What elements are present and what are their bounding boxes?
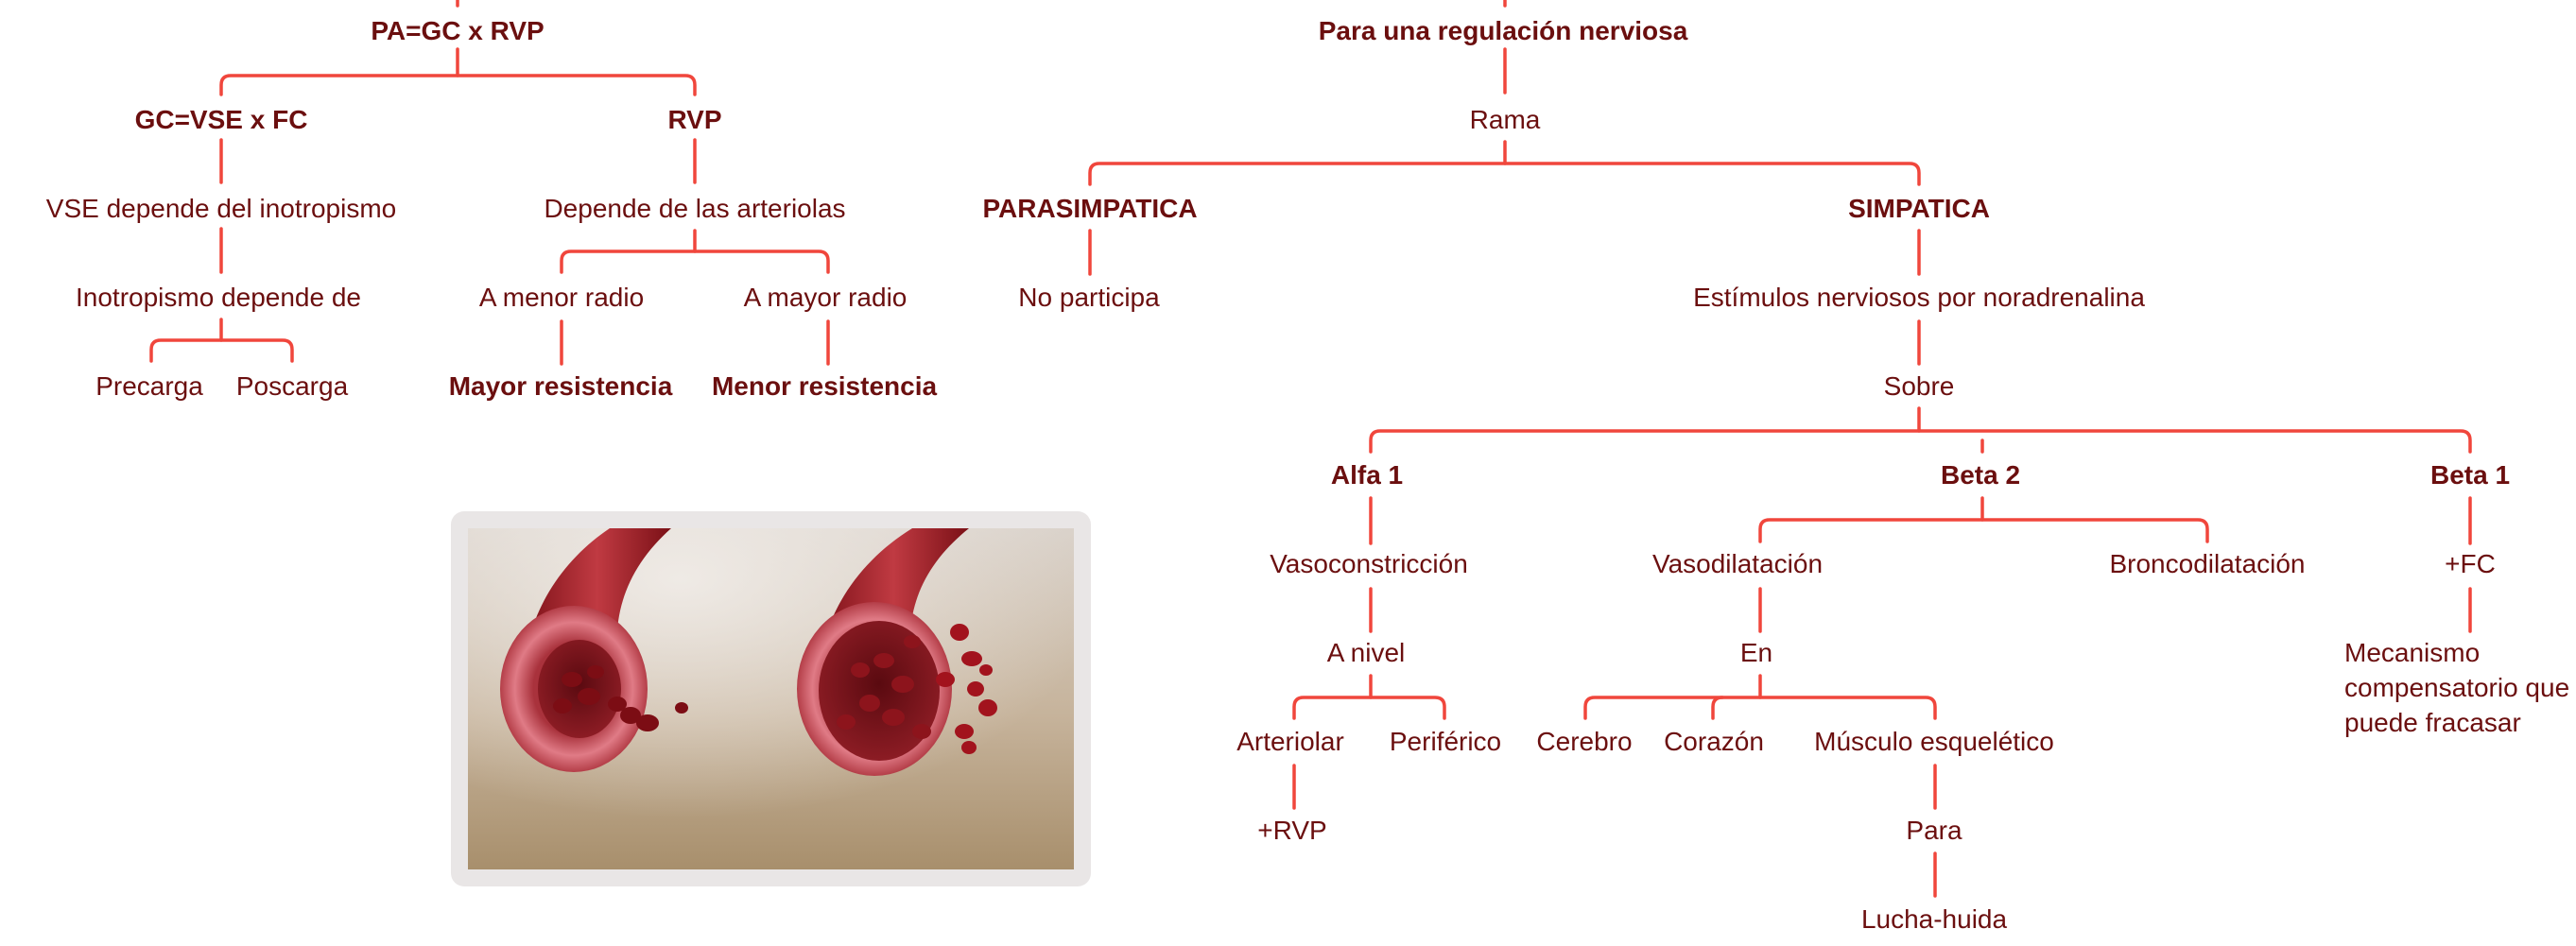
- vasodilatacion-node: Vasodilatación: [1651, 549, 1824, 578]
- arteriolar-node: Arteriolar: [1236, 727, 1344, 756]
- illustration-frame: [451, 511, 1091, 886]
- poscarga-node: Poscarga: [235, 371, 349, 401]
- gc-formula-node: GC=VSE x FC: [134, 105, 308, 134]
- rama-node: Rama: [1469, 105, 1541, 134]
- mayor-resistencia-node: Mayor resistencia: [448, 371, 673, 401]
- parasimpatica-node: PARASIMPATICA: [982, 194, 1198, 223]
- vse-node: VSE depende del inotropismo: [45, 194, 397, 223]
- blood-vessels-illustration: [468, 528, 1074, 869]
- vasoconstriccion-node: Vasoconstricción: [1270, 549, 1468, 578]
- cerebro-node: Cerebro: [1536, 727, 1633, 756]
- menor-radio-node: A menor radio: [478, 283, 645, 312]
- musculo-esqueletico-node: Músculo esquelético: [1814, 727, 2054, 756]
- periferico-node: Periférico: [1389, 727, 1502, 756]
- para-node: Para: [1906, 816, 1962, 845]
- no-participa-node: No participa: [1018, 283, 1160, 312]
- simpatica-node: SIMPATICA: [1848, 194, 1990, 223]
- menor-resistencia-node: Menor resistencia: [711, 371, 938, 401]
- beta1-node: Beta 1: [2429, 460, 2511, 490]
- sobre-node: Sobre: [1883, 371, 1955, 401]
- estimulos-node: Estímulos nerviosos por noradrenalina: [1693, 283, 2145, 312]
- regulacion-nerviosa-node: Para una regulación nerviosa: [1318, 16, 1688, 45]
- rvp-node: RVP: [667, 105, 722, 134]
- corazon-node: Corazón: [1664, 727, 1764, 756]
- rvp-increase-node: +RVP: [1257, 816, 1327, 845]
- lucha-huida-node: Lucha-huida: [1860, 904, 2008, 934]
- beta2-node: Beta 2: [1940, 460, 2021, 490]
- depende-arteriolas-node: Depende de las arteriolas: [544, 194, 846, 223]
- alfa1-node: Alfa 1: [1330, 460, 1404, 490]
- mayor-radio-node: A mayor radio: [743, 283, 908, 312]
- precarga-node: Precarga: [95, 371, 203, 401]
- a-nivel-node: A nivel: [1326, 638, 1406, 667]
- fc-node: +FC: [2445, 549, 2496, 578]
- mecanismo-compensatorio-node: Mecanismo compensatorio que puede fracas…: [2344, 638, 2570, 737]
- en-node: En: [1739, 638, 1773, 667]
- inotropismo-node: Inotropismo depende de: [76, 283, 361, 312]
- broncodilatacion-node: Broncodilatación: [2109, 549, 2306, 578]
- pa-formula-node: PA=GC x RVP: [371, 16, 545, 45]
